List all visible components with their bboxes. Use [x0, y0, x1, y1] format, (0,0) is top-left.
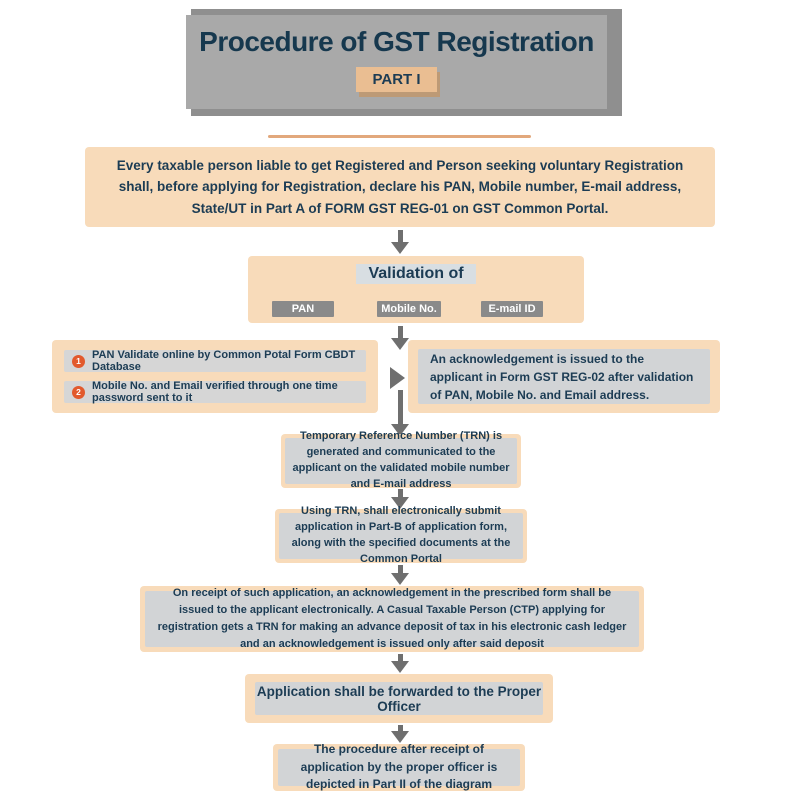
acknowledgement-text: An acknowledgement is issued to the appl… — [418, 349, 710, 404]
validation-steps-box: 1 PAN Validate online by Common Potal Fo… — [52, 340, 378, 413]
validation-heading: Validation of — [356, 264, 476, 284]
validation-box: Validation of PAN Mobile No. E-mail ID — [248, 256, 584, 323]
trn-box: Temporary Reference Number (TRN) is gene… — [281, 430, 521, 490]
arrow-shaft — [397, 326, 403, 338]
next-part-text: The procedure after receipt of applicati… — [278, 742, 520, 791]
arrow-shaft — [397, 489, 403, 497]
arrow-shaft — [397, 390, 403, 424]
using-trn-box: Using TRN, shall electronically submit a… — [275, 505, 527, 565]
arrow-head-icon — [391, 731, 409, 743]
using-trn-text: Using TRN, shall electronically submit a… — [279, 505, 523, 565]
arrow-shaft — [397, 230, 403, 242]
arrow-head-icon — [391, 242, 409, 254]
arrow-head-icon — [391, 424, 409, 436]
mobile-chip: Mobile No. — [377, 301, 441, 317]
part-badge: PART I — [356, 67, 437, 92]
arrow-shaft — [397, 565, 403, 573]
step-text: Mobile No. and Email verified through on… — [92, 380, 338, 404]
flow-arrow-down — [391, 489, 409, 509]
arrow-shaft — [397, 725, 403, 731]
page-title: Procedure of GST Registration — [199, 26, 594, 57]
forward-box: Application shall be forwarded to the Pr… — [245, 674, 553, 723]
next-part-box: The procedure after receipt of applicati… — [273, 742, 525, 791]
divider-line — [268, 135, 531, 138]
flow-arrow-down — [391, 565, 409, 585]
arrow-head-icon — [391, 573, 409, 585]
receipt-box: On receipt of such application, an ackno… — [140, 586, 644, 652]
step-number-badge: 2 — [72, 385, 85, 399]
forward-text: Application shall be forwarded to the Pr… — [255, 682, 543, 715]
pan-chip: PAN — [272, 301, 334, 317]
step-item: 2 Mobile No. and Email verified through … — [64, 380, 366, 404]
flow-arrow-down — [391, 725, 409, 743]
flow-arrow-right-icon — [390, 367, 405, 389]
step-item: 1 PAN Validate online by Common Potal Fo… — [64, 349, 366, 373]
acknowledgement-box: An acknowledgement is issued to the appl… — [408, 340, 720, 413]
arrow-shaft — [397, 654, 403, 661]
title-banner: Procedure of GST Registration PART I — [186, 15, 607, 109]
flow-arrow-down — [391, 390, 409, 436]
step-text: PAN Validate online by Common Potal Form… — [92, 349, 356, 373]
step-number-badge: 1 — [72, 354, 85, 368]
flow-arrow-down — [391, 326, 409, 350]
arrow-head-icon — [391, 338, 409, 350]
arrow-head-icon — [391, 661, 409, 673]
intro-text: Every taxable person liable to get Regis… — [116, 157, 684, 216]
trn-text: Temporary Reference Number (TRN) is gene… — [285, 430, 517, 490]
flow-arrow-down — [391, 230, 409, 254]
arrow-head-icon — [391, 497, 409, 509]
email-chip: E-mail ID — [481, 301, 543, 317]
receipt-text: On receipt of such application, an ackno… — [145, 587, 639, 650]
flow-arrow-down — [391, 654, 409, 673]
intro-box: Every taxable person liable to get Regis… — [85, 147, 715, 227]
